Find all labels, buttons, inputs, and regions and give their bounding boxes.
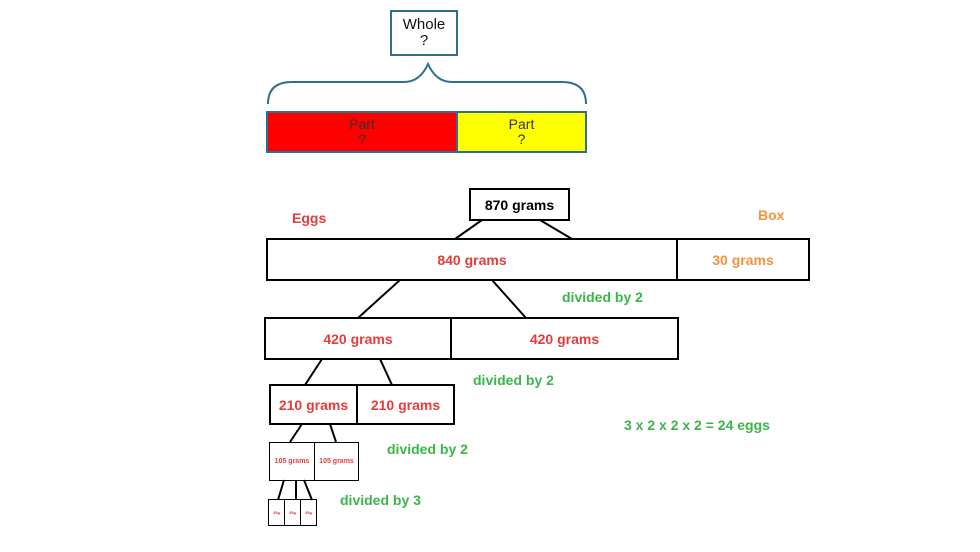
connector-line [277, 479, 285, 501]
level2-weight-1: 420 grams [323, 330, 393, 347]
level2-box-2: 420 grams [450, 317, 679, 360]
connector-line [303, 479, 313, 501]
connector-line [379, 358, 393, 386]
level3-box-1: 210 grams [269, 384, 358, 425]
divide-label-2: divided by 2 [473, 372, 554, 388]
level3-weight-1: 210 grams [278, 396, 349, 413]
total-weight: 870 grams [484, 196, 555, 213]
level4-weight-1: 105 grams [274, 458, 310, 465]
level5-box-1: 35g [268, 499, 285, 526]
level5-weight-3: 35g [305, 510, 312, 515]
level4-box-2: 105 grams [314, 442, 359, 481]
whole-box: Whole ? [390, 10, 458, 56]
box-weight-box: 30 grams [676, 238, 810, 281]
connector-line [304, 358, 323, 386]
equation: 3 x 2 x 2 x 2 = 24 eggs [624, 417, 770, 433]
total-weight-box: 870 grams [469, 188, 570, 221]
level4-weight-2: 105 grams [319, 458, 354, 465]
divide-label-3: divided by 2 [387, 441, 468, 457]
whole-label: Whole [402, 16, 446, 33]
connector-line [454, 219, 483, 240]
part-red-value: ? [358, 131, 366, 147]
connector-line [357, 279, 401, 319]
connector-line [539, 219, 573, 240]
level4-box-1: 105 grams [269, 442, 315, 481]
part-red-box: Part ? [266, 111, 458, 153]
level3-weight-2: 210 grams [370, 396, 441, 413]
connector-line [491, 279, 527, 319]
connector-line [289, 423, 303, 443]
eggs-weight: 840 grams [437, 251, 507, 268]
part-yellow-label: Part [508, 116, 535, 132]
level5-weight-1: 35g [273, 510, 280, 515]
brace [267, 61, 587, 105]
level5-box-2: 35g [284, 499, 301, 526]
level3-box-2: 210 grams [356, 384, 455, 425]
level5-weight-2: 35g [289, 510, 296, 515]
divide-label-1: divided by 2 [562, 289, 643, 305]
box-weight: 30 grams [712, 251, 774, 268]
part-red-label: Part [349, 116, 375, 132]
level2-weight-2: 420 grams [529, 330, 600, 347]
whole-value: ? [419, 32, 429, 49]
eggs-label: Eggs [292, 210, 327, 226]
box-label: Box [758, 207, 785, 223]
connector-line [329, 423, 337, 443]
level2-box-1: 420 grams [264, 317, 452, 360]
eggs-weight-box: 840 grams [266, 238, 678, 281]
part-yellow-value: ? [517, 131, 526, 147]
level5-box-3: 35g [300, 499, 317, 526]
part-yellow-box: Part ? [456, 111, 587, 153]
divide-label-4: divided by 3 [340, 492, 421, 508]
